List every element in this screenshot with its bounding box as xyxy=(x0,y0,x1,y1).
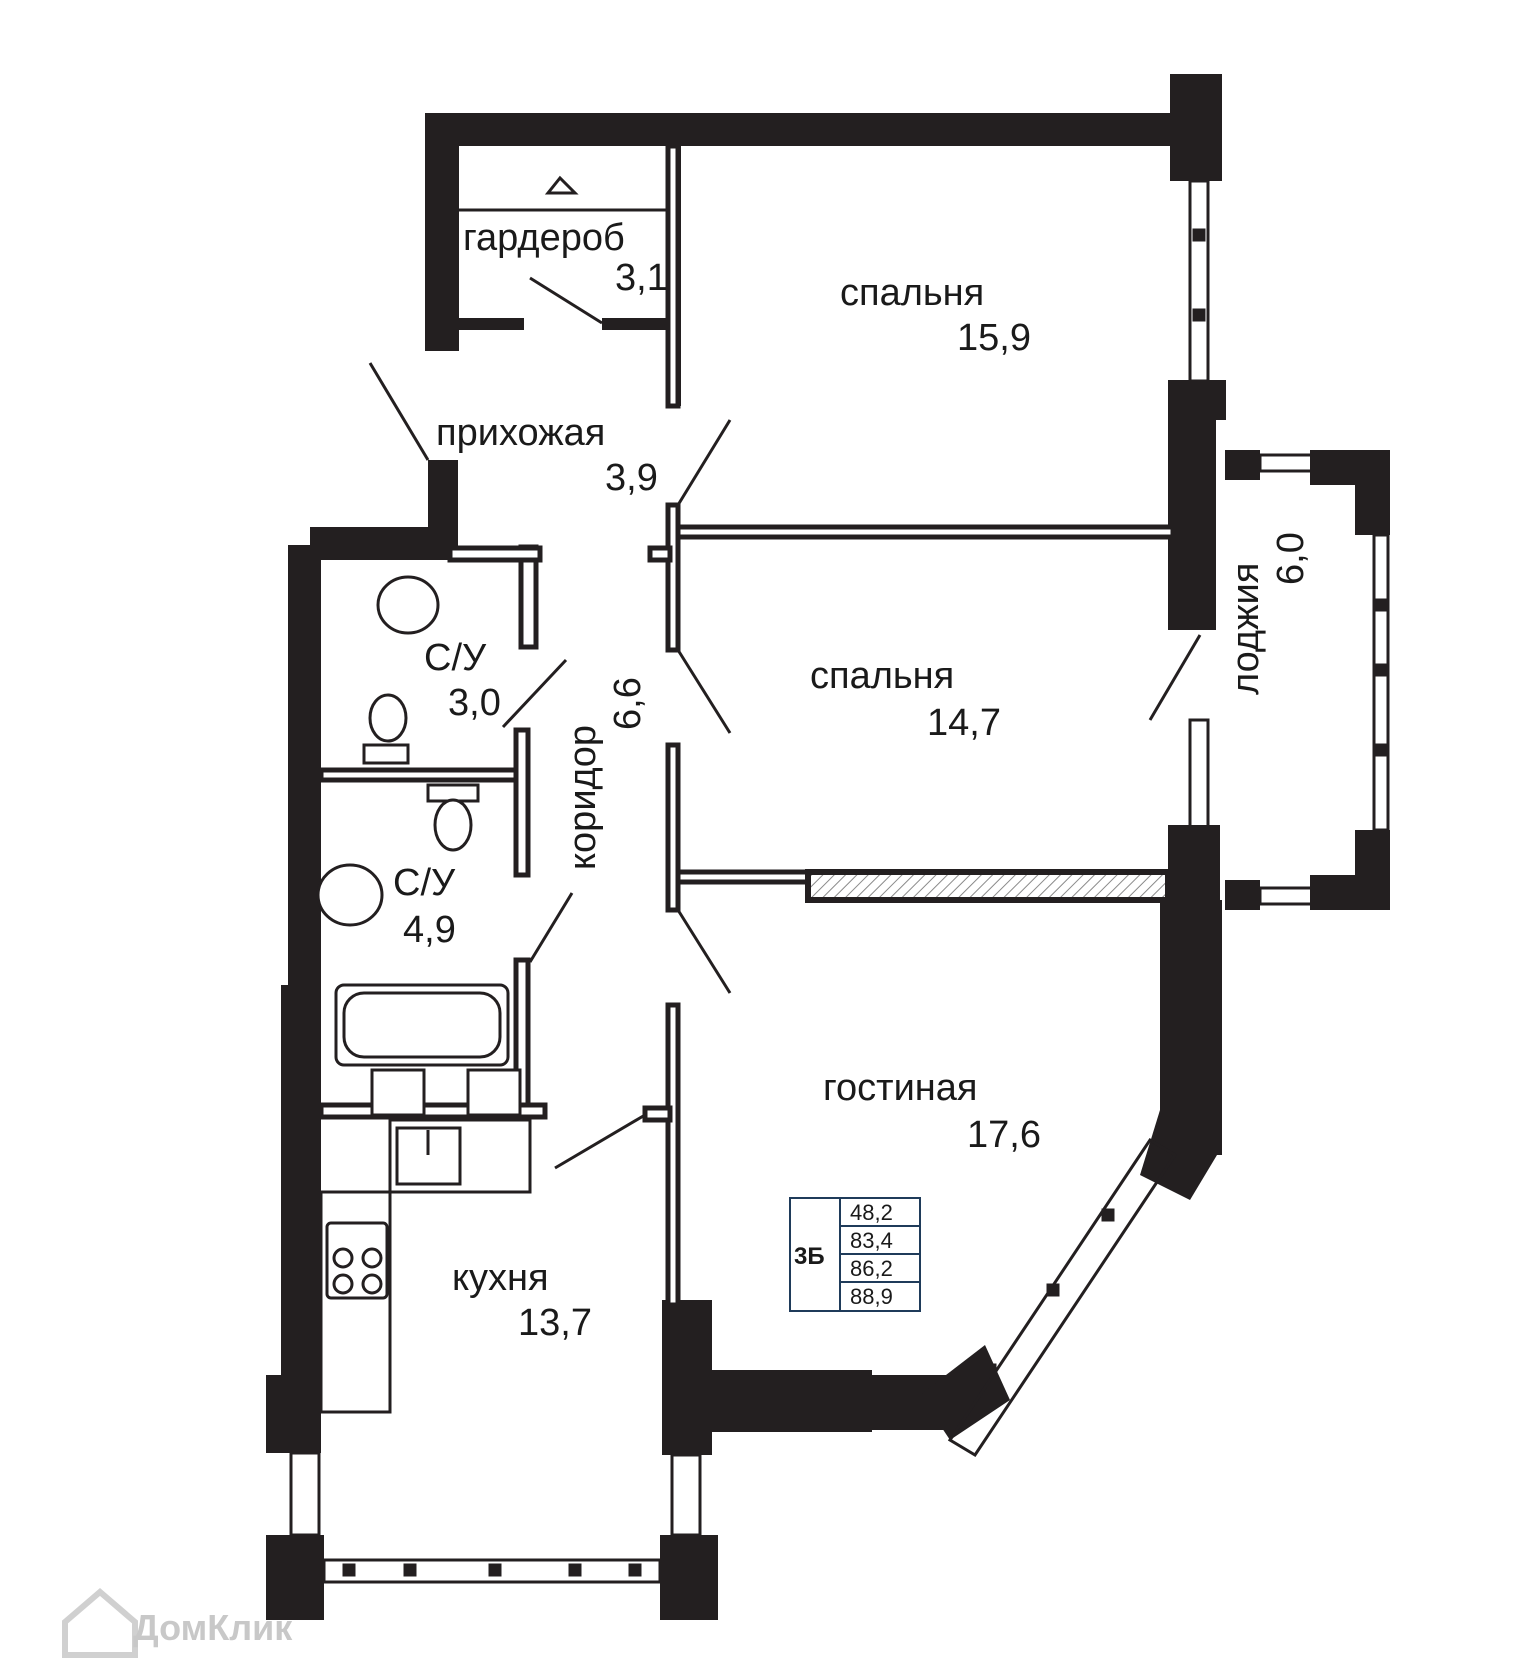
watermark-text: ДомКлик xyxy=(133,1607,293,1648)
apartment-type: 3Б xyxy=(794,1243,825,1270)
toilet-icon xyxy=(368,693,408,743)
windows xyxy=(289,179,1390,1584)
hanger-icon xyxy=(544,175,579,195)
living-name: гостиная xyxy=(823,1067,978,1109)
area-value: 83,4 xyxy=(850,1228,893,1253)
room-labels: гардероб 3,1 спальня 15,9 прихожая 3,9 С… xyxy=(393,217,1312,1344)
fixtures xyxy=(316,175,668,1414)
area-value: 88,9 xyxy=(850,1284,893,1309)
loggia-area: 6,0 xyxy=(1270,532,1312,585)
sink-icon xyxy=(316,863,384,927)
bathroom2-area: 4,9 xyxy=(403,909,456,951)
bedroom1-area: 15,9 xyxy=(957,317,1031,359)
hatched-wall xyxy=(805,869,1171,903)
toilet-icon xyxy=(433,798,473,852)
loggia-name: лоджия xyxy=(1225,563,1267,695)
house-logo-icon xyxy=(62,1588,138,1658)
bedroom2-area: 14,7 xyxy=(927,702,1001,744)
wardrobe-name: гардероб xyxy=(463,217,625,259)
kitchen-name: кухня xyxy=(452,1257,549,1299)
watermark: ДомКлик xyxy=(62,1588,293,1658)
area-value: 86,2 xyxy=(850,1256,893,1281)
bathroom2-name: С/У xyxy=(393,862,456,904)
hall-area: 3,9 xyxy=(605,457,658,499)
bathroom1-area: 3,0 xyxy=(448,682,501,724)
bathroom1-name: С/У xyxy=(424,637,487,679)
corridor-name: коридор xyxy=(562,725,604,870)
bedroom2-name: спальня xyxy=(810,655,954,697)
corridor-area: 6,6 xyxy=(607,677,649,730)
kitchen-area: 13,7 xyxy=(518,1302,592,1344)
area-value: 48,2 xyxy=(850,1200,893,1225)
walls xyxy=(266,74,1390,1620)
wardrobe-area: 3,1 xyxy=(615,257,668,299)
living-area: 17,6 xyxy=(967,1114,1041,1156)
area-table: 3Б 48,2 83,4 86,2 88,9 xyxy=(789,1197,921,1312)
bedroom1-name: спальня xyxy=(840,272,984,314)
hall-name: прихожая xyxy=(436,412,605,454)
sink-icon xyxy=(376,575,440,635)
doors xyxy=(368,276,1202,1170)
